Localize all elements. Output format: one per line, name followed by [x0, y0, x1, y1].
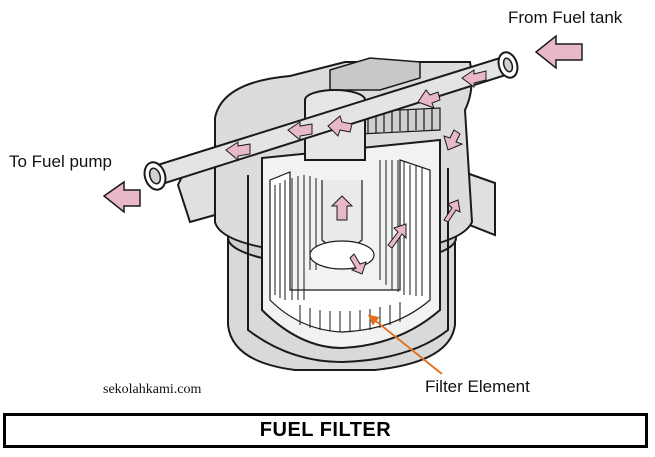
filter-element-label: Filter Element	[425, 377, 530, 396]
watermark-text: sekolahkami.com	[103, 382, 202, 397]
filter-element	[269, 159, 431, 333]
caption-box: FUEL FILTER	[3, 413, 648, 448]
filter-element-leader-line	[367, 314, 443, 375]
caption-title: FUEL FILTER	[259, 419, 392, 441]
internal-flow-arrows-icon	[225, 69, 487, 275]
to-fuel-pump-label: To Fuel pump	[9, 152, 112, 171]
from-fuel-tank-label: From Fuel tank	[508, 8, 623, 27]
inlet-arrow-icon	[534, 34, 583, 70]
outlet-arrow-icon	[102, 180, 141, 214]
